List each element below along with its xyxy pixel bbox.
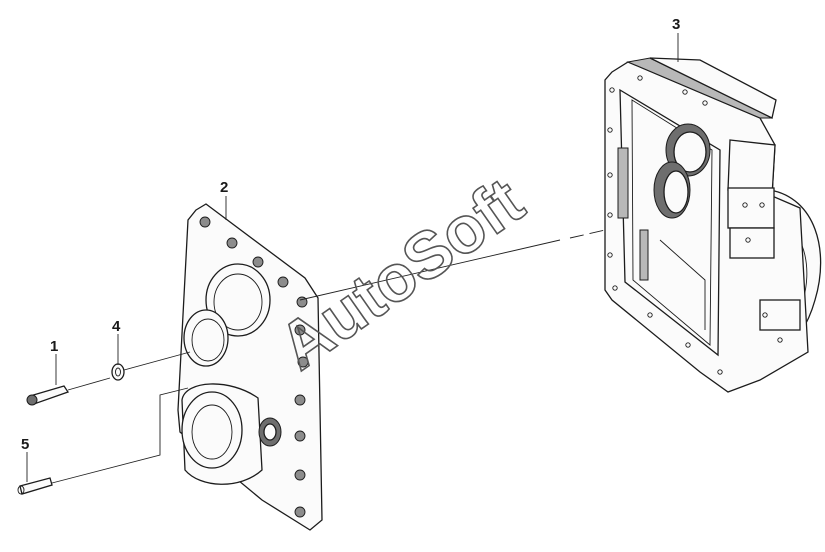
part-5-stud xyxy=(17,477,53,495)
callout-4: 4 xyxy=(112,318,121,335)
callout-3: 3 xyxy=(672,16,680,33)
part-4-washer xyxy=(111,363,125,381)
callout-5: 5 xyxy=(21,436,29,453)
part-3-housing xyxy=(604,57,822,393)
cover-bolt-bosses xyxy=(199,216,309,518)
part-1-bolt xyxy=(26,385,70,406)
part-2-cover-plate xyxy=(177,203,323,531)
watermark-logo: AutoSoft xyxy=(266,163,537,383)
callout-leaders xyxy=(26,33,679,482)
callout-1: 1 xyxy=(50,338,58,355)
assembly-axis-lines xyxy=(51,229,606,484)
callout-2: 2 xyxy=(220,179,228,196)
housing-bolt-holes xyxy=(607,75,783,375)
